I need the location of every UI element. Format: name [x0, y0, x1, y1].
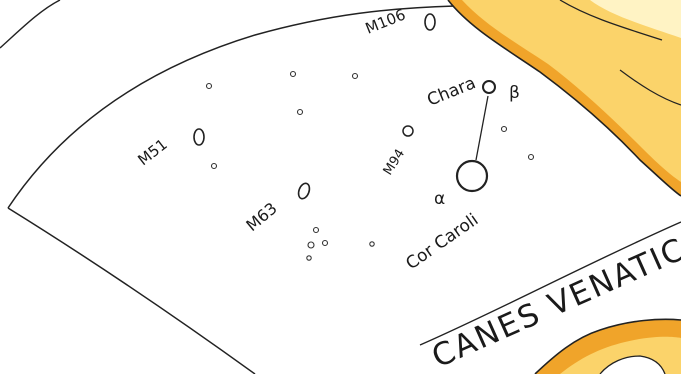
chara-designation: β	[509, 83, 520, 103]
faint-star	[308, 242, 314, 248]
faint-star	[298, 110, 303, 115]
faint-star	[314, 228, 319, 233]
chara-star	[483, 81, 495, 93]
cor-caroli-designation: α	[434, 189, 445, 209]
faint-star	[207, 84, 212, 89]
m51-galaxy	[194, 129, 204, 145]
faint-star	[291, 72, 296, 77]
faint-star	[323, 241, 328, 246]
faint-star	[212, 164, 217, 169]
m106-galaxy	[425, 14, 435, 30]
cor-caroli-star	[457, 161, 487, 191]
faint-star	[529, 155, 534, 160]
faint-star	[307, 256, 311, 260]
m94-galaxy	[403, 126, 413, 136]
faint-star	[353, 74, 358, 79]
faint-star	[502, 127, 507, 132]
background-edge-line	[0, 0, 60, 48]
faint-star	[370, 242, 374, 246]
